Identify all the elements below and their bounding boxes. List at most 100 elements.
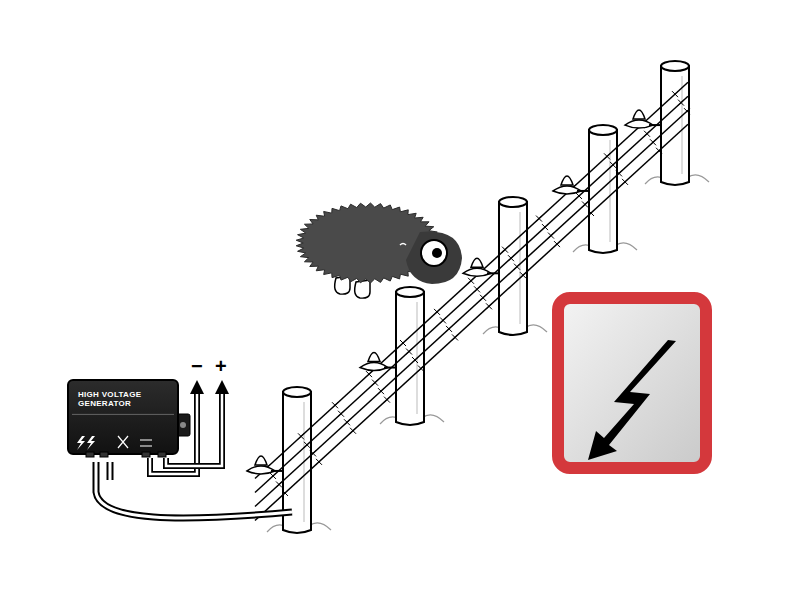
sheep-eye xyxy=(421,240,447,266)
positive-arrowhead xyxy=(215,380,229,394)
wire-barb xyxy=(372,380,378,386)
wire-barb xyxy=(350,428,356,434)
wire-barb xyxy=(554,241,560,247)
wire-barb xyxy=(412,357,418,363)
post-top xyxy=(396,287,424,297)
wire-barb xyxy=(508,255,514,261)
wire-barb xyxy=(616,170,622,176)
terminal xyxy=(86,452,94,457)
wire-barb xyxy=(514,264,520,270)
insulator-cap xyxy=(561,176,573,185)
wire-barb xyxy=(406,349,412,355)
wire-barb xyxy=(298,433,304,439)
wire-barb xyxy=(270,473,276,479)
terminal xyxy=(158,452,166,457)
polarity-symbol xyxy=(140,440,152,446)
warning-sign xyxy=(558,298,706,468)
wire-barb xyxy=(332,402,338,408)
wire-barb xyxy=(400,340,406,346)
wire-barb xyxy=(338,411,344,417)
post-top xyxy=(661,61,689,71)
generator-face xyxy=(68,380,178,454)
polarity-label: − xyxy=(191,356,203,376)
terminal xyxy=(142,452,150,457)
wire-barb xyxy=(384,397,390,403)
wire-barb xyxy=(520,272,526,278)
wire-barb xyxy=(446,326,452,332)
post-top xyxy=(499,197,527,207)
insulator-cap xyxy=(633,110,645,119)
wire-barb xyxy=(440,317,446,323)
insulator-cap xyxy=(471,258,483,267)
disposal-symbol xyxy=(118,436,128,448)
wire-barb xyxy=(582,201,588,207)
insulator-skirt xyxy=(553,186,581,194)
terminal xyxy=(100,452,108,457)
insulator-arm xyxy=(384,367,397,369)
insulator-skirt xyxy=(247,466,275,474)
wire-barb xyxy=(276,481,282,487)
fence-post xyxy=(589,130,617,253)
wire-barb xyxy=(542,224,548,230)
wire-barb xyxy=(684,108,690,114)
fence-post xyxy=(396,292,424,425)
hv-symbol xyxy=(87,436,95,450)
wire-barb xyxy=(434,309,440,315)
insulator-cap xyxy=(368,353,380,362)
negative-arrowhead xyxy=(190,380,204,394)
insulator-arm xyxy=(649,124,662,126)
post-shade xyxy=(682,76,683,174)
ground-tufts xyxy=(267,174,709,532)
wire-barb xyxy=(452,334,458,340)
wire-barb xyxy=(282,490,288,496)
wire-barb xyxy=(316,459,322,465)
generator-housing xyxy=(68,380,178,457)
wire-barb xyxy=(576,193,582,199)
sheep-pupil xyxy=(432,248,442,258)
mounting-hole xyxy=(180,422,186,428)
insulator-arm xyxy=(487,272,500,274)
wire-barb xyxy=(480,295,486,301)
wire-barb xyxy=(304,442,310,448)
wire-barb xyxy=(656,148,662,154)
wire-barb xyxy=(468,278,474,284)
wire-barb xyxy=(418,366,424,372)
wire-barb xyxy=(548,233,554,239)
insulator-arm xyxy=(577,190,590,192)
generator-lead-core xyxy=(109,462,112,480)
wire-barb xyxy=(378,388,384,394)
fence-post xyxy=(499,202,527,335)
sheep xyxy=(296,203,462,298)
generator-box: HIGH VOLTAGE GENERATOR xyxy=(72,384,174,408)
post-top xyxy=(283,387,311,397)
wire-barb xyxy=(310,450,316,456)
insulator-skirt xyxy=(625,120,653,128)
wire-barb xyxy=(610,162,616,168)
wire-barb xyxy=(474,286,480,292)
wire-barb xyxy=(644,131,650,137)
insulator-cap xyxy=(255,456,267,465)
fence-post xyxy=(661,66,689,185)
wire-barb xyxy=(536,216,542,222)
insulator-skirt xyxy=(463,268,491,276)
wire-barb xyxy=(604,153,610,159)
device-label: HIGH VOLTAGE GENERATOR xyxy=(78,390,168,408)
wire-barb xyxy=(672,91,678,97)
wire-barb xyxy=(678,100,684,106)
polarity-label: + xyxy=(215,356,227,376)
sheep-head xyxy=(406,232,462,284)
wire-barb xyxy=(588,210,594,216)
hv-symbol xyxy=(77,436,85,450)
wire-barb xyxy=(344,419,350,425)
wire-barb xyxy=(486,303,492,309)
wire-barb xyxy=(366,371,372,377)
sheep-ear xyxy=(400,244,406,246)
insulator-arm xyxy=(271,470,284,472)
post-shade xyxy=(520,212,521,324)
wire-barb xyxy=(622,179,628,185)
post-shade xyxy=(610,140,611,242)
generator-lead xyxy=(107,462,114,480)
